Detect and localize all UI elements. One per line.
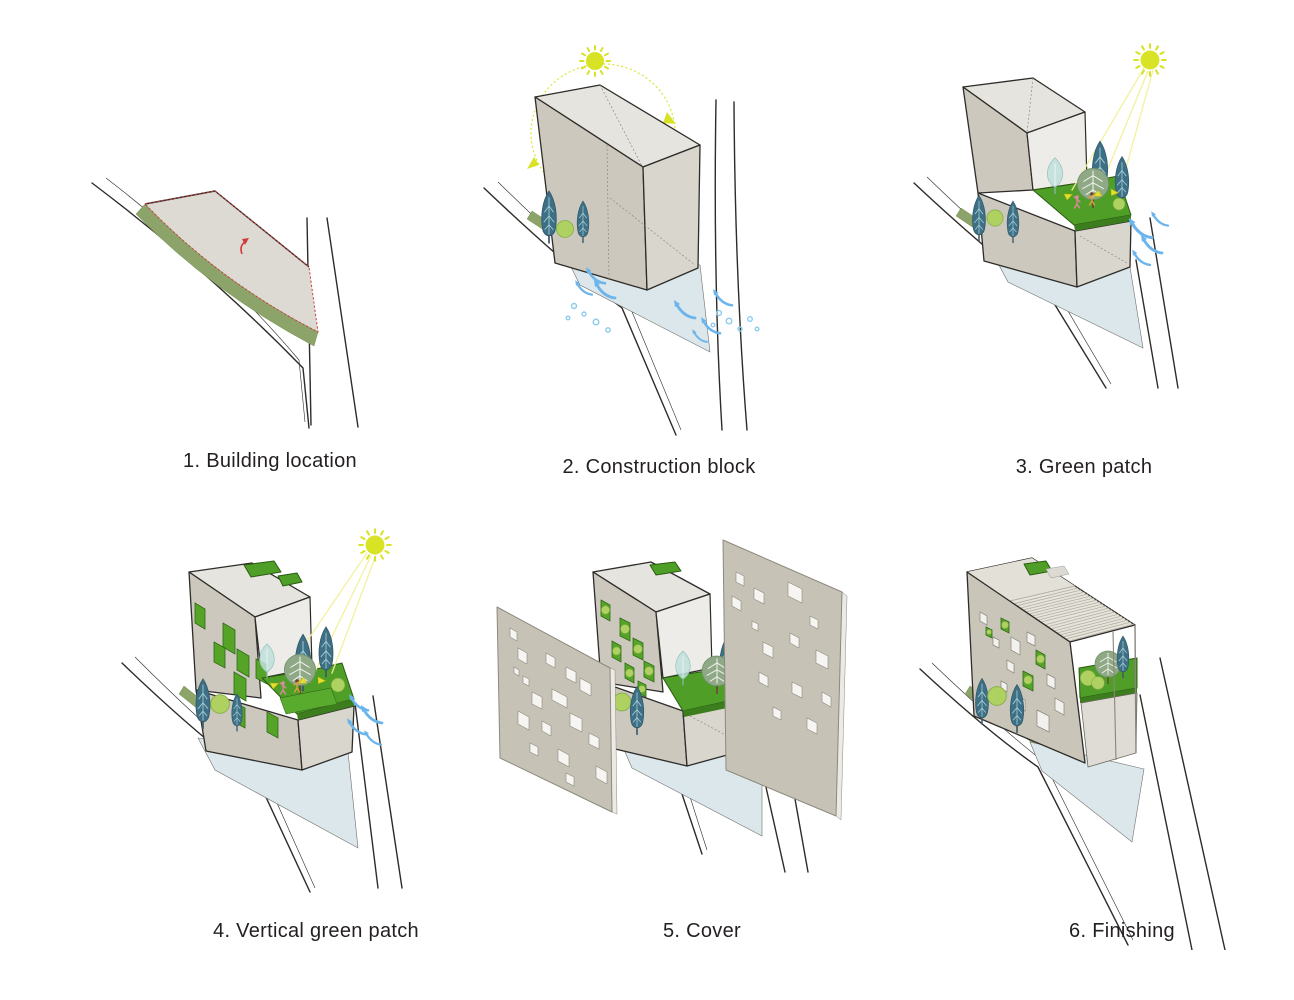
pergola xyxy=(1009,585,1135,642)
corner-terrace-garden xyxy=(1078,624,1138,768)
vertical-green-patch-illustration xyxy=(121,528,403,893)
step-2-panel xyxy=(470,30,810,445)
step-1-panel xyxy=(60,150,460,485)
green-verge xyxy=(135,203,319,347)
bush-icon xyxy=(556,220,574,238)
cover-panel-left xyxy=(496,606,618,815)
green-patch-illustration xyxy=(913,43,1179,389)
step-5-caption: 5. Cover xyxy=(663,920,741,942)
upper-block xyxy=(962,77,1088,194)
step-2-caption: 2. Construction block xyxy=(562,456,756,478)
roof-green-patch xyxy=(649,561,682,576)
bush-icon xyxy=(987,686,1007,706)
step-6-caption: 6. Finishing xyxy=(1069,920,1175,942)
bush-icon xyxy=(1091,676,1105,690)
wind-arrows xyxy=(1127,210,1170,267)
bush-icon xyxy=(330,677,346,693)
sun-icon xyxy=(1133,43,1167,77)
wind-arrow-icon xyxy=(359,703,384,725)
sun-icon xyxy=(579,45,611,77)
roof-green-patch xyxy=(243,560,282,578)
bush-icon xyxy=(210,694,230,714)
finishing-illustration xyxy=(919,557,1226,951)
building xyxy=(592,561,755,767)
step-3-panel xyxy=(900,30,1240,405)
site-parcel xyxy=(135,190,319,347)
water-drops xyxy=(565,302,760,333)
construction-block xyxy=(534,84,701,291)
building-location-illustration xyxy=(91,177,359,429)
bush-icon xyxy=(986,209,1004,227)
wind-arrow-icon xyxy=(1127,216,1154,240)
green-roof-terrace xyxy=(261,662,355,720)
step-1-caption: 1. Building location xyxy=(183,450,357,472)
cover-illustration xyxy=(496,539,848,873)
step-4-panel xyxy=(110,520,450,915)
step-3-caption: 3. Green patch xyxy=(1015,456,1153,478)
sun-icon xyxy=(358,528,392,562)
bush-icon xyxy=(1112,197,1126,211)
construction-block-illustration xyxy=(483,45,760,436)
cover-panel-right xyxy=(722,539,848,821)
step-4-caption: 4. Vertical green patch xyxy=(213,920,419,942)
wind-arrow-icon xyxy=(1130,248,1152,267)
finished-building xyxy=(966,557,1138,768)
step-6-panel xyxy=(880,520,1260,955)
step-5-panel xyxy=(470,520,860,885)
wind-arrow-icon xyxy=(1150,210,1170,227)
roof-green-patch xyxy=(277,572,303,587)
facade-green-windows xyxy=(600,599,655,698)
